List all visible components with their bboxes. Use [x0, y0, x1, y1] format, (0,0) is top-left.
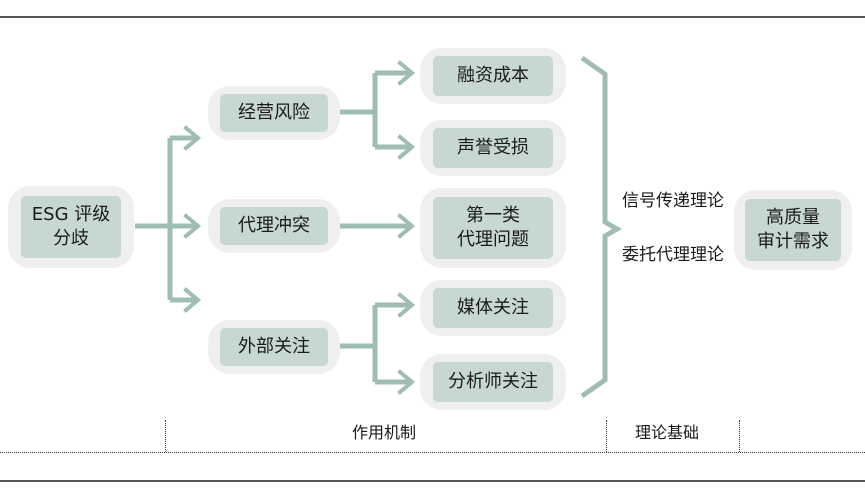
- theory-signaling: 信号传递理论: [622, 191, 724, 211]
- outcome-label-line1: 第一类: [466, 205, 520, 226]
- caption-mechanism: 作用机制: [352, 423, 417, 442]
- outcome-node-reputation-damage: 声誉受损: [420, 120, 566, 176]
- result-node: 高质量 审计需求: [734, 190, 852, 270]
- mechanism-node-operating-risk: 经营风险: [208, 86, 340, 140]
- arrowhead-out1: [397, 60, 416, 86]
- outcome-node-analyst-attention: 分析师关注: [420, 354, 566, 410]
- outcome-node-media-attention: 媒体关注: [420, 280, 566, 336]
- bottom-dotted-rule: [0, 452, 865, 453]
- theory-principal-agent: 委托代理理论: [622, 245, 724, 265]
- arrowhead-mech3: [183, 287, 202, 313]
- arrowhead-mech1: [183, 125, 202, 151]
- caption-theory-basis: 理论基础: [635, 423, 700, 442]
- mechanism-node-agency-conflict: 代理冲突: [208, 199, 340, 253]
- outcome-label: 融资成本: [457, 65, 529, 86]
- divider-left: [165, 420, 166, 452]
- bottom-rule: [0, 480, 865, 482]
- arrowhead-mech2: [183, 213, 202, 239]
- outcome-label: 分析师关注: [448, 371, 538, 392]
- root-label-line2: 分歧: [53, 228, 89, 249]
- theory-bracket: [580, 55, 622, 399]
- arrowhead-out5: [397, 369, 416, 395]
- mechanism-label: 代理冲突: [238, 215, 310, 236]
- mechanism-label: 经营风险: [238, 102, 310, 123]
- result-label-line1: 高质量: [766, 207, 820, 228]
- outcome-node-financing-cost: 融资成本: [420, 48, 566, 104]
- arrowhead-out4: [397, 292, 416, 318]
- divider-right: [739, 420, 740, 452]
- arrowhead-out3: [397, 213, 416, 239]
- mechanism-label: 外部关注: [238, 336, 310, 357]
- root-label-line1: ESG 评级: [31, 204, 111, 225]
- divider-middle: [606, 420, 607, 452]
- root-node: ESG 评级 分歧: [8, 186, 134, 268]
- outcome-label: 媒体关注: [457, 297, 529, 318]
- arrowhead-out2: [397, 134, 416, 160]
- result-label-line2: 审计需求: [757, 231, 829, 252]
- outcome-label-line2: 代理问题: [457, 229, 529, 250]
- outcome-node-type1-agency: 第一类 代理问题: [420, 188, 566, 268]
- top-rule: [0, 16, 865, 18]
- outcome-label: 声誉受损: [457, 137, 529, 158]
- mechanism-node-external-attention: 外部关注: [208, 320, 340, 374]
